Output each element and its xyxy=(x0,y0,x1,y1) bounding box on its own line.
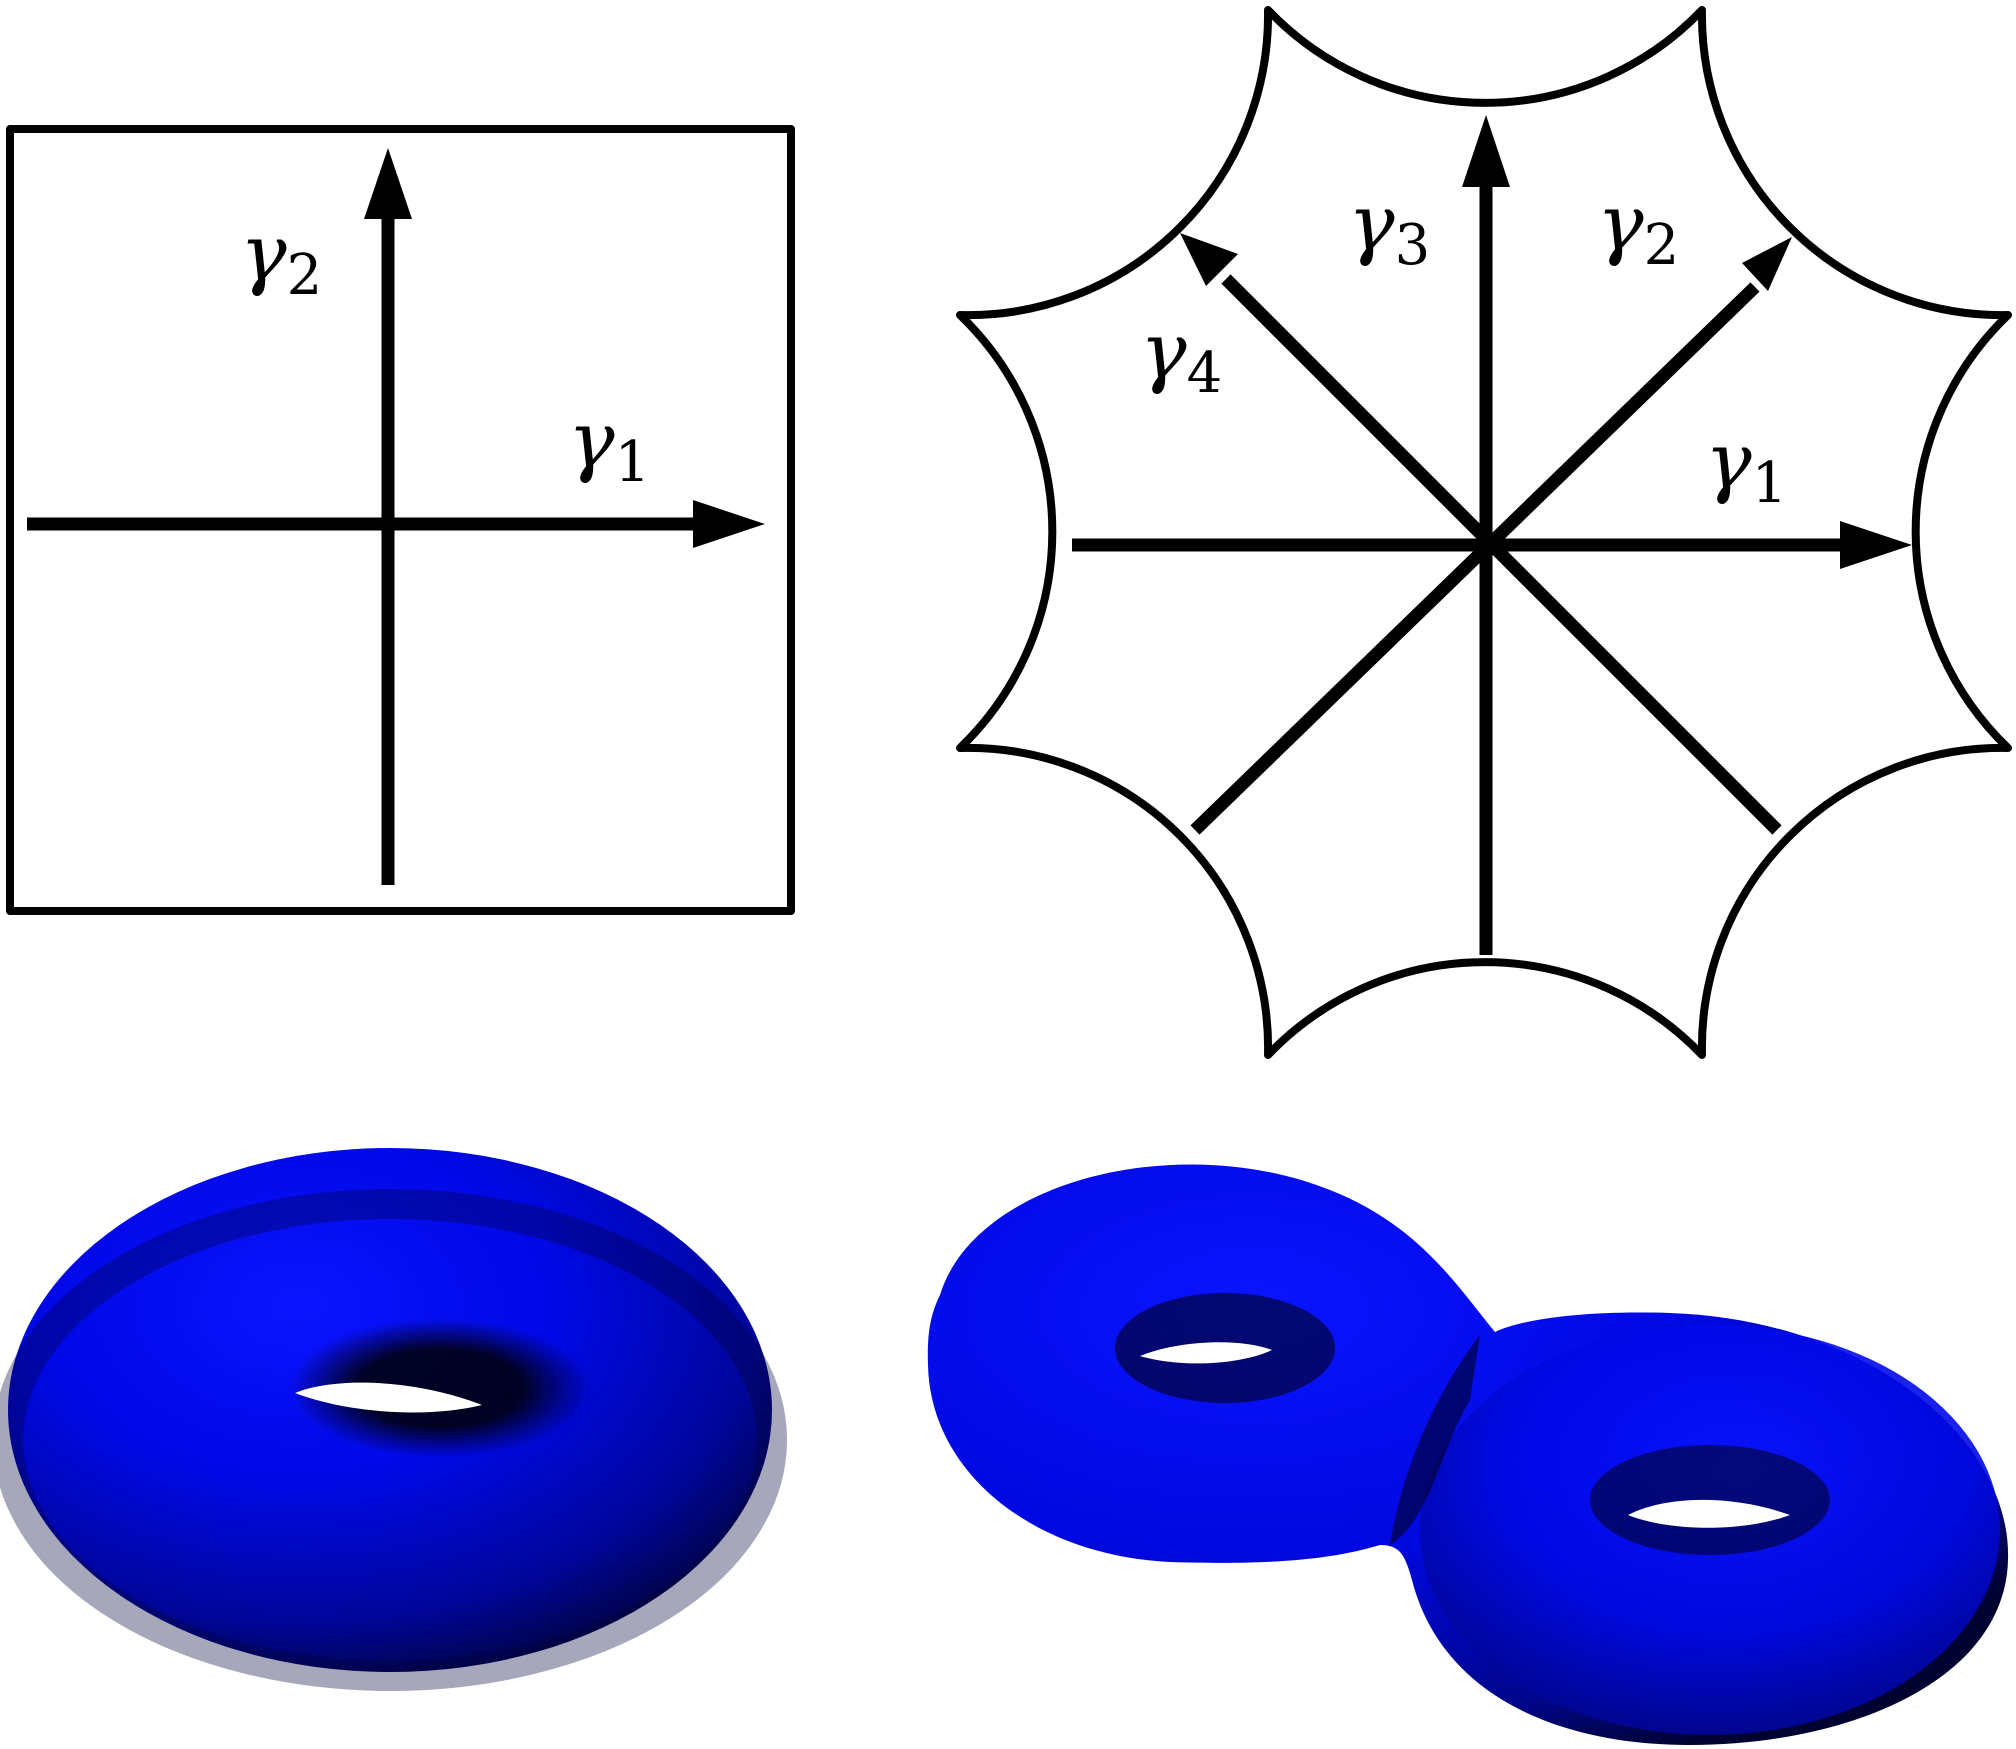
octagon-panel: γ3 γ2 γ4 γ1 xyxy=(956,6,2012,1059)
torus-genus-1 xyxy=(0,1148,787,1691)
gamma2-arrowhead xyxy=(1742,237,1792,291)
octagon-label-gamma2: γ2 xyxy=(1597,179,1679,278)
torus-hole xyxy=(295,1382,482,1413)
octagon-label-gamma4: γ4 xyxy=(1140,307,1222,406)
gamma2-arrowhead xyxy=(364,148,412,219)
octagon-label-gamma3: γ3 xyxy=(1348,179,1430,278)
double-torus-neck-shadow xyxy=(1390,1335,1480,1545)
left-hole xyxy=(1140,1342,1272,1364)
gamma1-arrowhead xyxy=(1840,521,1912,569)
hyperbolic-octagon xyxy=(956,6,2012,1059)
square-panel: γ2 γ1 xyxy=(6,125,795,915)
square-label-gamma2: γ2 xyxy=(240,209,322,308)
gamma4-arrowhead xyxy=(1180,233,1238,286)
right-hole xyxy=(1628,1499,1790,1528)
square-frame xyxy=(6,125,795,915)
octagon-label-gamma1: γ1 xyxy=(1705,417,1787,516)
square-label-gamma1: γ1 xyxy=(568,396,650,495)
double-torus-genus-2 xyxy=(927,1164,2009,1745)
gamma4-geodesic xyxy=(1221,274,1782,835)
torus-shadow-rim xyxy=(0,1189,787,1691)
gamma3-arrowhead xyxy=(1462,115,1510,187)
torus-hole-shade xyxy=(290,1318,590,1458)
gamma2-geodesic xyxy=(1190,282,1760,835)
gamma1-arrowhead xyxy=(693,500,765,548)
right-hole-shade xyxy=(1590,1445,1830,1555)
